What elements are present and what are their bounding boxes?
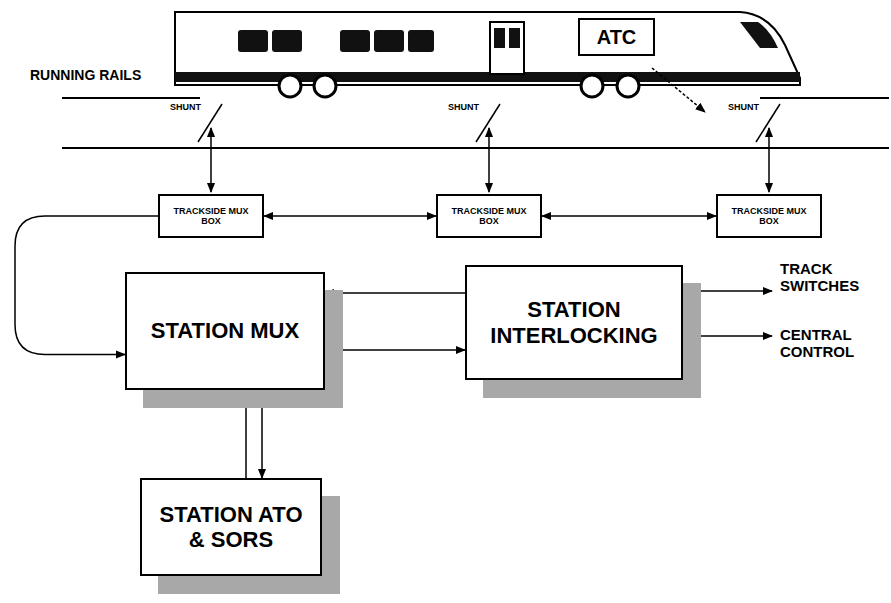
box-text: STATION ATO & SORS	[156, 502, 306, 553]
connector	[245, 390, 247, 478]
station-interlocking-box: STATION INTERLOCKING	[465, 265, 683, 380]
connector	[264, 215, 436, 217]
station-ato-box: STATION ATO & SORS	[140, 478, 322, 576]
box-text: TRACKSIDE MUX BOX	[729, 206, 809, 227]
box-text: STATION INTERLOCKING	[474, 297, 674, 348]
atc-box: ATC	[578, 18, 655, 56]
box-text: TRACKSIDE MUX BOX	[171, 206, 251, 227]
shunt-label: SHUNT	[448, 102, 479, 112]
train	[175, 12, 800, 112]
connector	[542, 215, 716, 217]
connector	[325, 349, 465, 351]
connector	[261, 390, 263, 478]
box-text: STATION MUX	[151, 318, 299, 343]
box-text: TRACKSIDE MUX BOX	[449, 206, 529, 227]
running-rail	[62, 98, 889, 148]
external-label: CENTRAL CONTROL	[780, 326, 880, 361]
trackside-mux-box: TRACKSIDE MUX BOX	[716, 194, 822, 238]
trackside-mux-box: TRACKSIDE MUX BOX	[158, 194, 264, 238]
shunt-link	[211, 128, 769, 192]
trackside-mux-box: TRACKSIDE MUX BOX	[436, 194, 542, 238]
box-text: ATC	[597, 26, 637, 49]
shunt-label: SHUNT	[170, 102, 201, 112]
rail-label: RUNNING RAILS	[30, 67, 141, 83]
external-link	[686, 291, 772, 336]
connector	[325, 292, 465, 294]
external-label: TRACK SWITCHES	[780, 260, 880, 295]
station-mux-box: STATION MUX	[125, 272, 325, 390]
shunt-label: SHUNT	[728, 102, 759, 112]
